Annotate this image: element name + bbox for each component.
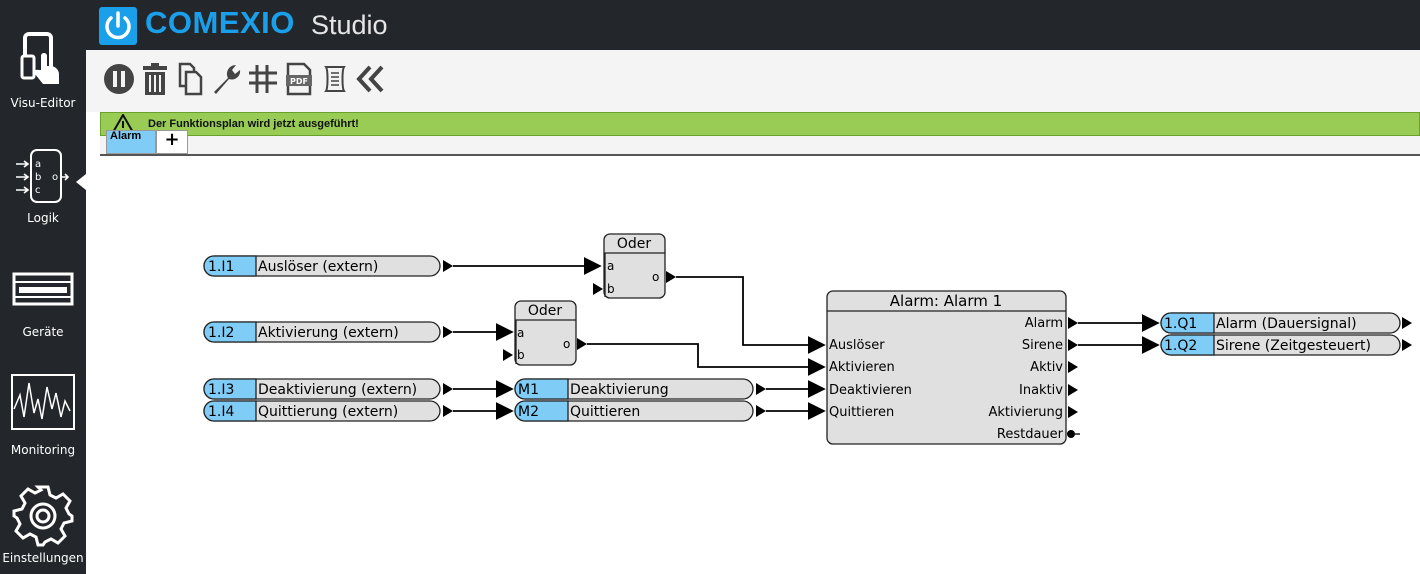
svg-text:Sirene: Sirene bbox=[1022, 338, 1063, 353]
or-gate-1[interactable]: Oder a b o bbox=[593, 233, 676, 299]
input-id: 1.I3 bbox=[208, 382, 234, 398]
output-block-Q1[interactable]: 1.Q1 Alarm (Dauersignal) bbox=[1160, 312, 1412, 334]
brand-name: COMEXIO bbox=[145, 5, 295, 40]
sidebar-item-monitoring[interactable]: Monitoring bbox=[0, 373, 86, 457]
svg-text:Auslöser: Auslöser bbox=[829, 338, 885, 353]
input-block-I4[interactable]: 1.I4 Quittierung (extern) bbox=[203, 400, 453, 422]
toolbar: PDF bbox=[86, 50, 1420, 112]
output-label: Alarm (Dauersignal) bbox=[1216, 316, 1357, 332]
svg-text:Restdauer: Restdauer bbox=[997, 427, 1064, 442]
wire-or1-to-ausloeser bbox=[676, 276, 826, 354]
sidebar-item-visu-editor[interactable]: Visu-Editor bbox=[0, 30, 86, 110]
sidebar-item-label: Geräte bbox=[22, 325, 64, 339]
tab-bar: Alarm + bbox=[100, 130, 1420, 156]
input-label: Aktivierung (extern) bbox=[258, 325, 399, 341]
sidebar-item-label: Logik bbox=[27, 211, 59, 225]
svg-text:o: o bbox=[52, 172, 58, 183]
marker-label: Quittieren bbox=[570, 404, 640, 420]
output-id: 1.Q1 bbox=[1164, 316, 1197, 332]
sidebar-item-label: Einstellungen bbox=[2, 551, 84, 565]
svg-text:o: o bbox=[563, 337, 570, 351]
marker-block-M2[interactable]: M2 Quittieren bbox=[514, 400, 766, 422]
input-id: 1.I2 bbox=[208, 325, 234, 341]
gate-title: Oder bbox=[528, 303, 563, 319]
sidebar-item-label: Visu-Editor bbox=[10, 96, 76, 110]
pause-icon[interactable] bbox=[102, 62, 136, 96]
function-plan-canvas[interactable]: 1.I1 Auslöser (extern) 1.I2 Aktivierung … bbox=[100, 156, 1420, 574]
sidebar: Visu-Editor a b c o Logik Geräte Monitor… bbox=[0, 0, 86, 574]
waveform-icon bbox=[11, 374, 75, 430]
marker-block-M1[interactable]: M1 Deaktivierung bbox=[514, 378, 766, 400]
input-label: Auslöser (extern) bbox=[258, 259, 378, 275]
svg-text:b: b bbox=[607, 282, 615, 296]
sidebar-item-logik[interactable]: a b c o Logik bbox=[0, 146, 86, 225]
svg-text:o: o bbox=[652, 270, 659, 284]
sidebar-item-einstellungen[interactable]: Einstellungen bbox=[0, 484, 86, 565]
trash-icon[interactable] bbox=[138, 62, 172, 96]
marker-label: Deaktivierung bbox=[570, 382, 669, 398]
svg-text:a: a bbox=[35, 159, 41, 170]
collapse-icon[interactable] bbox=[354, 62, 388, 96]
marker-id: M2 bbox=[518, 404, 539, 420]
gate-title: Oder bbox=[617, 236, 652, 252]
alarm-block[interactable]: Alarm: Alarm 1 Auslöser Aktivieren Deakt… bbox=[826, 290, 1080, 445]
svg-text:a: a bbox=[607, 259, 614, 273]
svg-text:Inaktiv: Inaktiv bbox=[1019, 383, 1063, 398]
marker-id: M1 bbox=[518, 382, 539, 398]
gear-icon bbox=[12, 485, 74, 547]
sidebar-item-geraete[interactable]: Geräte bbox=[0, 270, 86, 339]
block-title: Alarm: Alarm 1 bbox=[890, 292, 1002, 310]
wire-or2-to-aktivieren bbox=[587, 343, 826, 376]
input-label: Quittierung (extern) bbox=[258, 404, 398, 420]
product-name: Studio bbox=[311, 10, 388, 40]
svg-text:Aktivieren: Aktivieren bbox=[829, 360, 895, 375]
input-block-I2[interactable]: 1.I2 Aktivierung (extern) bbox=[203, 321, 453, 343]
active-indicator-icon bbox=[76, 174, 86, 190]
svg-text:Aktivierung: Aktivierung bbox=[988, 405, 1063, 420]
output-label: Sirene (Zeitgesteuert) bbox=[1216, 338, 1371, 354]
input-id: 1.I1 bbox=[208, 259, 234, 275]
svg-text:Alarm: Alarm bbox=[1025, 316, 1063, 331]
wrench-icon[interactable] bbox=[210, 62, 244, 96]
status-alert: Der Funktionsplan wird jetzt ausgeführt! bbox=[100, 112, 1420, 136]
svg-text:PDF: PDF bbox=[290, 77, 308, 86]
input-block-I3[interactable]: 1.I3 Deaktivierung (extern) bbox=[203, 378, 453, 400]
svg-text:b: b bbox=[517, 348, 525, 362]
output-block-Q2[interactable]: 1.Q2 Sirene (Zeitgesteuert) bbox=[1160, 334, 1412, 356]
input-id: 1.I4 bbox=[208, 404, 234, 420]
sidebar-item-label: Monitoring bbox=[10, 443, 76, 457]
svg-text:a: a bbox=[517, 326, 524, 340]
input-block-I1[interactable]: 1.I1 Auslöser (extern) bbox=[203, 255, 453, 277]
tablet-touch-icon bbox=[20, 32, 59, 84]
output-id: 1.Q2 bbox=[1164, 338, 1197, 354]
pdf-icon[interactable]: PDF bbox=[282, 62, 316, 96]
svg-text:b: b bbox=[35, 172, 41, 183]
tab-alarm[interactable]: Alarm bbox=[106, 130, 156, 154]
wires bbox=[453, 257, 1160, 420]
grid-icon[interactable] bbox=[246, 62, 280, 96]
device-icon bbox=[12, 272, 74, 306]
logic-block-icon: a b c o bbox=[16, 149, 70, 203]
input-label: Deaktivierung (extern) bbox=[258, 382, 417, 398]
add-tab-button[interactable]: + bbox=[156, 130, 188, 154]
svg-text:Deaktivieren: Deaktivieren bbox=[829, 383, 912, 398]
or-gate-2[interactable]: Oder a b o bbox=[503, 300, 587, 366]
power-icon bbox=[105, 11, 131, 40]
svg-text:c: c bbox=[35, 185, 41, 196]
app-header: COMEXIO Studio bbox=[86, 0, 1420, 50]
svg-text:Quittieren: Quittieren bbox=[829, 405, 894, 420]
copy-icon[interactable] bbox=[174, 62, 208, 96]
logo bbox=[99, 7, 137, 45]
svg-text:Aktiv: Aktiv bbox=[1030, 360, 1063, 375]
scroll-icon[interactable] bbox=[318, 62, 352, 96]
alert-message: Der Funktionsplan wird jetzt ausgeführt! bbox=[148, 118, 359, 130]
